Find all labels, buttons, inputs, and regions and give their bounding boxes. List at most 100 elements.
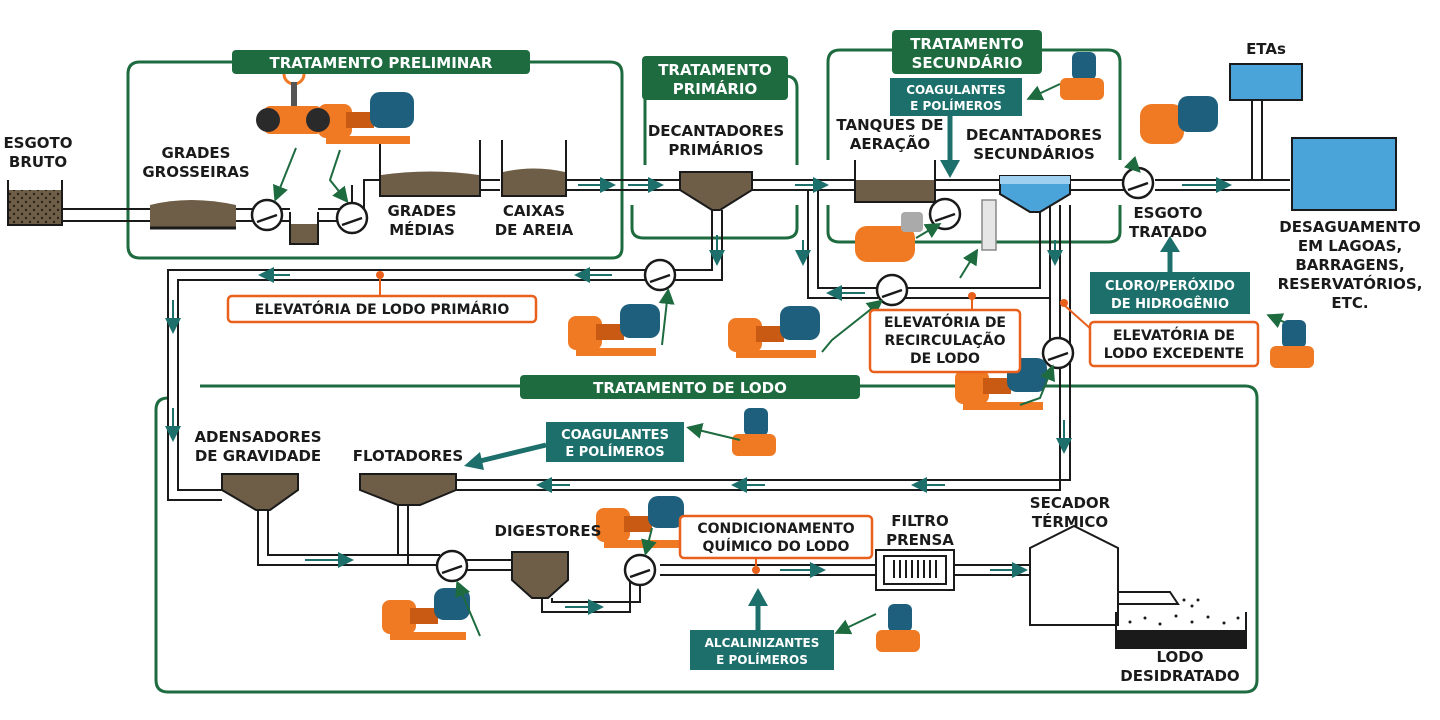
svg-text:E POLÍMEROS: E POLÍMEROS — [910, 98, 1002, 113]
lobe-pump-icon — [855, 212, 923, 262]
svg-text:ETC.: ETC. — [1331, 294, 1368, 312]
svg-text:DE AREIA: DE AREIA — [495, 221, 574, 239]
small-sump — [289, 212, 319, 245]
svg-text:TÉRMICO: TÉRMICO — [1032, 512, 1108, 531]
svg-text:GROSSEIRAS: GROSSEIRAS — [142, 163, 249, 181]
svg-text:ELEVATÓRIA DE: ELEVATÓRIA DE — [884, 313, 1006, 331]
decantador-primario — [679, 171, 753, 211]
svg-text:TRATAMENTO: TRATAMENTO — [910, 35, 1024, 53]
pump-symbols — [250, 166, 1155, 587]
tag-coagulantes-lodo: COAGULANTES E POLÍMEROS — [546, 422, 684, 462]
tanks — [7, 63, 1397, 649]
svg-text:PRENSA: PRENSA — [886, 531, 954, 549]
flow-arrows — [165, 177, 1232, 615]
preliminar-outline — [126, 60, 624, 260]
label-desaguamento: DESAGUAMENTO — [1279, 218, 1420, 236]
svg-text:ELEVATÓRIA DE: ELEVATÓRIA DE — [1113, 326, 1235, 344]
centrifugal-pump-icon — [596, 496, 684, 548]
dosing-pump-icon — [1270, 320, 1314, 368]
label-secador-termico: SECADOR — [1030, 494, 1111, 512]
decantador-secundario — [999, 175, 1071, 213]
svg-text:TRATAMENTO PRELIMINAR: TRATAMENTO PRELIMINAR — [270, 54, 493, 72]
unit-labels: ESGOTO BRUTO GRADES GROSSEIRAS GRADES MÉ… — [3, 40, 1422, 685]
flotador — [359, 473, 457, 506]
label-tanques-aeracao: TANQUES DE — [836, 116, 943, 134]
lodo-outline — [154, 384, 1259, 694]
label-filtro-prensa: FILTRO — [891, 512, 948, 530]
callout-elevatoria-excedente: ELEVATÓRIA DE LODO EXCEDENTE — [1088, 320, 1260, 368]
vacuum-pump-icon — [1140, 96, 1218, 144]
pump-symbol — [435, 549, 469, 583]
label-esgoto-bruto: ESGOTO — [3, 134, 72, 152]
chemical-tags: COAGULANTES E POLÍMEROS COAGULANTES E PO… — [546, 78, 1250, 670]
svg-text:PRIMÁRIO: PRIMÁRIO — [673, 79, 758, 98]
label-decantadores-secundarios: DECANTADORES — [966, 126, 1102, 144]
pump-symbol — [1041, 336, 1075, 370]
centrifugal-pump-icon — [382, 588, 470, 640]
svg-text:QUÍMICO DO LODO: QUÍMICO DO LODO — [703, 538, 850, 555]
etas-tank — [1229, 63, 1303, 101]
svg-text:DE GRAVIDADE: DE GRAVIDADE — [195, 447, 321, 465]
pump-symbol — [335, 201, 369, 235]
label-grades-medias: GRADES — [388, 202, 457, 220]
grades-grosseiras-tank — [150, 200, 236, 230]
label-flotadores: FLOTADORES — [353, 447, 464, 465]
callout-dots — [376, 271, 1068, 574]
svg-text:COAGULANTES: COAGULANTES — [906, 83, 1006, 97]
esgoto-bruto-tank — [7, 180, 63, 226]
label-decantadores-primarios: DECANTADORES — [648, 122, 784, 140]
svg-text:BARRAGENS,: BARRAGENS, — [1295, 256, 1404, 274]
pump-symbol — [250, 198, 284, 232]
svg-text:LODO EXCEDENTE: LODO EXCEDENTE — [1104, 346, 1244, 362]
desaguamento-tank — [1291, 137, 1397, 211]
svg-text:TRATAMENTO DE LODO: TRATAMENTO DE LODO — [593, 379, 787, 397]
tag-tratamento-secundario: TRATAMENTO SECUNDÁRIO — [892, 30, 1042, 74]
centrifugal-pump-icon — [568, 304, 660, 356]
dosing-pump-icon — [1060, 52, 1104, 100]
callout-condicionamento: CONDICIONAMENTO QUÍMICO DO LODO — [678, 514, 874, 560]
dosing-cylinder — [981, 199, 997, 251]
pump-symbol — [1121, 166, 1155, 200]
svg-text:SECUNDÁRIOS: SECUNDÁRIOS — [973, 144, 1095, 163]
svg-text:ALCALINIZANTES: ALCALINIZANTES — [705, 636, 820, 650]
tag-cloro-peroxido: CLORO/PERÓXIDO DE HIDROGÊNIO — [1090, 272, 1250, 314]
centrifugal-pump-icon — [955, 358, 1047, 410]
caixas-areia-tank — [501, 140, 567, 197]
label-grades-grosseiras: GRADES — [162, 144, 231, 162]
pump-symbol — [928, 197, 962, 231]
svg-text:RECIRCULAÇÃO: RECIRCULAÇÃO — [884, 332, 1005, 349]
filtro-prensa — [875, 549, 955, 591]
label-caixas-areia: CAIXAS — [503, 202, 565, 220]
dosing-pump-icon — [732, 408, 776, 456]
svg-text:TRATADO: TRATADO — [1129, 223, 1207, 241]
primario-outline-bottom — [630, 205, 799, 240]
label-lodo-desidratado: LODO — [1157, 648, 1204, 666]
label-esgoto-tratado: ESGOTO — [1133, 204, 1202, 222]
svg-text:EM LAGOAS,: EM LAGOAS, — [1298, 237, 1402, 255]
svg-text:DE HIDROGÊNIO: DE HIDROGÊNIO — [1111, 296, 1229, 312]
grades-medias-tank — [379, 140, 481, 197]
pump-pointers — [273, 83, 1285, 637]
svg-text:BRUTO: BRUTO — [9, 153, 67, 171]
svg-text:SECUNDÁRIO: SECUNDÁRIO — [912, 53, 1023, 72]
digestor — [511, 551, 569, 599]
svg-text:AERAÇÃO: AERAÇÃO — [850, 134, 930, 153]
tag-alcalinizantes: ALCALINIZANTES E POLÍMEROS — [690, 630, 834, 670]
adensador — [221, 473, 299, 511]
tanque-aeracao — [854, 160, 936, 203]
tag-tratamento-preliminar: TRATAMENTO PRELIMINAR — [232, 50, 530, 74]
pump-symbol — [875, 273, 909, 307]
chemical-arrows — [464, 112, 1180, 630]
svg-text:CONDICIONAMENTO: CONDICIONAMENTO — [697, 521, 854, 537]
svg-text:DESIDRATADO: DESIDRATADO — [1120, 667, 1239, 685]
pump-symbol — [643, 258, 677, 292]
svg-text:DE LODO: DE LODO — [910, 351, 980, 367]
callout-elevatoria-recirculacao: ELEVATÓRIA DE RECIRCULAÇÃO DE LODO — [868, 308, 1022, 374]
section-tags: TRATAMENTO PRELIMINAR TRATAMENTO PRIMÁRI… — [232, 30, 1042, 399]
dosing-pump-icon — [876, 604, 920, 652]
callout-elevatoria-lodo-primario: ELEVATÓRIA DE LODO PRIMÁRIO — [226, 294, 538, 324]
svg-text:PRIMÁRIOS: PRIMÁRIOS — [668, 140, 763, 159]
svg-text:E POLÍMEROS: E POLÍMEROS — [565, 444, 664, 460]
svg-text:ELEVATÓRIA DE LODO PRIMÁRIO: ELEVATÓRIA DE LODO PRIMÁRIO — [255, 300, 510, 318]
